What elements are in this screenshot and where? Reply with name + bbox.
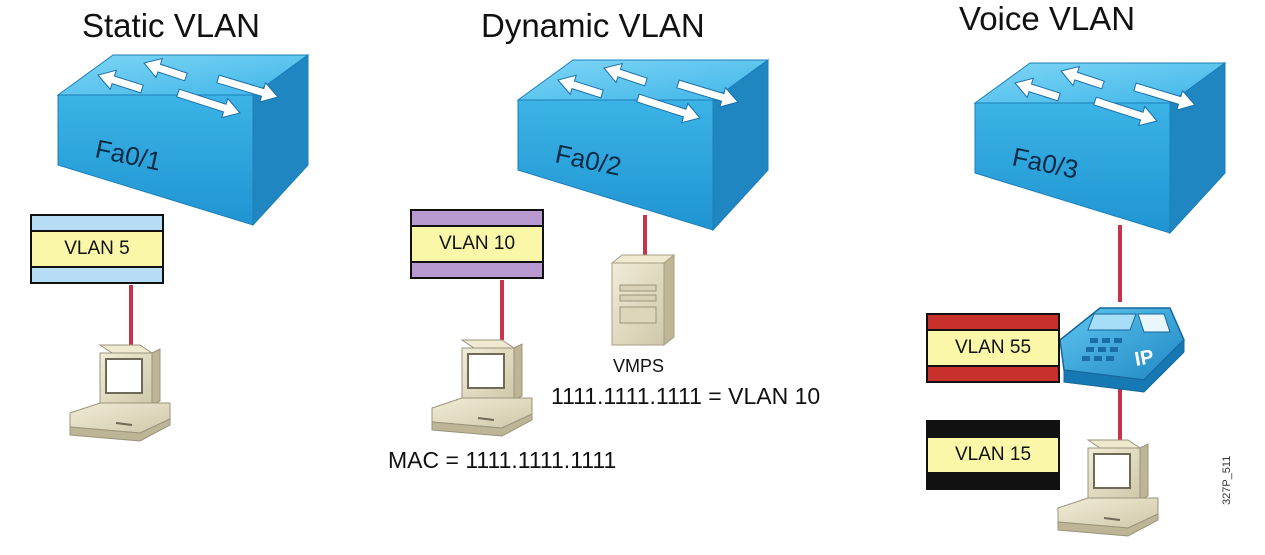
switch-arrow	[636, 93, 701, 124]
switch-icon	[56, 54, 310, 227]
pc-icon	[1057, 439, 1159, 537]
switch-arrow	[1060, 65, 1105, 90]
switch-arrow	[557, 74, 604, 99]
switch-arrow	[1093, 96, 1158, 127]
vlan-label: VLAN 5	[32, 230, 162, 268]
server-icon	[610, 253, 676, 347]
switch-icon	[516, 59, 770, 232]
pc-screen	[467, 353, 505, 389]
vlan-tag: VLAN 10	[410, 209, 544, 279]
mac-address-label: MAC = 1111.1111.1111	[388, 447, 617, 473]
vlan-label: VLAN 55	[928, 329, 1058, 367]
switch-arrow	[1133, 82, 1196, 111]
section-title-static: Static VLAN	[82, 7, 260, 44]
switch-icon	[973, 62, 1227, 235]
switch-arrow	[1014, 77, 1061, 102]
pc-screen	[1093, 453, 1131, 489]
pc-screen	[105, 358, 143, 394]
pc-icon	[431, 339, 533, 437]
ip-phone-icon: IP	[1059, 307, 1185, 393]
links	[129, 215, 1122, 440]
vlan-tag-data: VLAN 15	[926, 420, 1060, 490]
phone-ip-label: IP	[1133, 346, 1155, 371]
vlan-label: VLAN 10	[412, 225, 542, 263]
switch-arrow	[216, 74, 279, 103]
vlan-tag: VLAN 5	[30, 214, 164, 284]
switch-arrow	[143, 57, 188, 82]
vmps-label: VMPS	[613, 356, 665, 376]
vlan-label: VLAN 15	[928, 436, 1058, 474]
section-title-dynamic: Dynamic VLAN	[481, 7, 705, 44]
vmps-mapping: 1111.1111.1111 = VLAN 10	[551, 383, 821, 409]
switch-arrow	[603, 62, 648, 87]
section-title-voice: Voice VLAN	[959, 0, 1136, 37]
switch-arrow	[676, 79, 739, 108]
figure-id: 327P_511	[1221, 455, 1233, 505]
switch-arrow	[176, 88, 241, 119]
switch-arrow	[97, 69, 144, 94]
pc-icon	[69, 344, 171, 442]
vlan-tag-voice: VLAN 55	[926, 313, 1060, 383]
